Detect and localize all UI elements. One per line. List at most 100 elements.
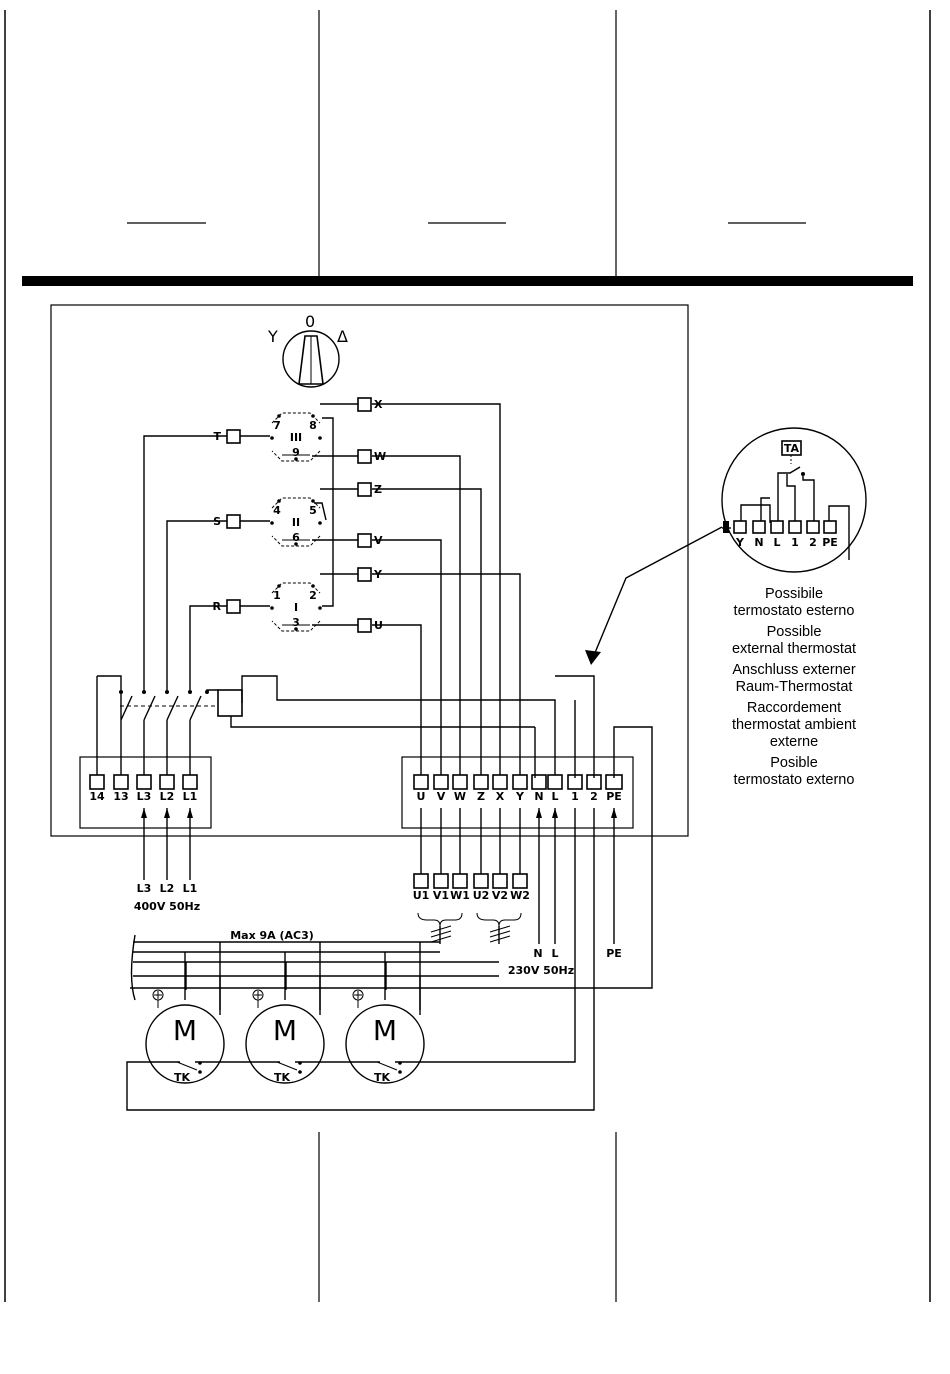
thermal-contact-label: TK: [274, 1071, 291, 1084]
motor-winding-terminal-label: V1: [433, 889, 449, 902]
motor-body: [245, 1004, 325, 1084]
output-terminal-W: W: [357, 449, 386, 464]
motor-block-terminal-label: PE: [606, 790, 622, 803]
output-terminal-label: X: [374, 398, 383, 411]
caption-line: external thermostat: [732, 641, 856, 657]
supply-voltage: 400V 50Hz: [134, 900, 200, 913]
input-terminal-S: S: [213, 514, 241, 529]
output-terminal-Y: Y: [357, 567, 383, 582]
caption-line: termostato externo: [734, 772, 855, 788]
motor-winding-terminal-label: V2: [492, 889, 508, 902]
supply-terminal-label: L1: [183, 790, 198, 803]
motor-terminal-wiring: [417, 808, 522, 944]
stage-contact-label: 1: [273, 589, 281, 602]
motor-block-terminal-PE: PE: [605, 774, 623, 803]
bus-rating-label: Max 9A (AC3): [230, 929, 314, 942]
stage-contact-label: 2: [309, 589, 317, 602]
thermostat-detail: TA: [721, 427, 867, 573]
output-terminal-label: U: [374, 619, 383, 632]
stage-contact-label: 7: [273, 419, 281, 432]
selector-knob-dial: [282, 330, 340, 388]
stage-number-label: II: [292, 516, 300, 529]
supply-terminal-label: 13: [113, 790, 128, 803]
supply-terminal-label: 14: [89, 790, 105, 803]
stage-input-wiring: [143, 417, 334, 690]
motor-winding-terminal-label: U2: [473, 889, 490, 902]
caption-line: Possibile: [765, 586, 823, 602]
stage-contact-label: 5: [309, 504, 317, 517]
motor-block-terminal-label: 1: [571, 790, 579, 803]
supply-terminal-L1: L1: [182, 774, 198, 803]
motor-winding-terminal-W1: W1: [450, 873, 470, 902]
thermostat-terminal-label: 1: [791, 536, 799, 549]
rotary-selector-knob: Y 0 Δ: [267, 312, 348, 388]
motor-1: M TK: [145, 942, 225, 1084]
motor-block-terminal-label: N: [534, 790, 543, 803]
supply-terminal-L3: L3: [136, 774, 152, 803]
output-terminal-label: V: [374, 534, 383, 547]
stage-contact-label: 8: [309, 419, 317, 432]
control-box-outline: [50, 304, 689, 837]
stage-contact-label: 9: [292, 446, 300, 459]
motor-terminal-block: [401, 756, 634, 829]
motor-winding-terminal-label: W2: [510, 889, 530, 902]
motor-block-terminal-1: 1: [567, 774, 583, 803]
motor-winding-terminal-V2: V2: [492, 873, 508, 902]
thermostat-symbol: TA: [784, 442, 800, 455]
input-terminal-R: R: [213, 599, 241, 614]
input-terminal-T: T: [213, 429, 241, 444]
thermostat-detail-circle: [721, 427, 867, 573]
supply-terminal-label: L2: [160, 790, 175, 803]
motor-block-terminal-label: U: [417, 790, 426, 803]
output-wiring: [312, 403, 521, 778]
caption-line: Raum-Thermostat: [736, 679, 853, 695]
aux-earth-label: PE: [606, 947, 622, 960]
motor-block-terminal-label: Z: [477, 790, 485, 803]
motor-2: MTK: [245, 942, 325, 1084]
thermostat-terminal-1: 1: [788, 520, 802, 549]
motor-block-terminal-Y: Y: [512, 774, 528, 803]
aux-line-label: L: [551, 947, 558, 960]
supply-terminal-block: [79, 756, 212, 829]
supply-feed: L3 L2 L1 400V 50Hz: [134, 808, 200, 913]
input-terminal-label: R: [213, 600, 222, 613]
switch-output-terminals: X W Z V Y U: [357, 397, 386, 633]
output-terminal-label: W: [374, 450, 386, 463]
caption-line: Possible: [767, 624, 822, 640]
caption-line: externe: [770, 734, 818, 750]
stage-number-label: I: [294, 601, 298, 614]
supply-terminal-13: 13: [113, 774, 129, 803]
motor-block-terminal-Z: Z: [473, 774, 489, 803]
thermostat-terminal-label: 2: [809, 536, 817, 549]
output-terminal-label: Y: [373, 568, 383, 581]
output-terminal-V: V: [357, 533, 383, 548]
caption-line: termostato esterno: [734, 603, 855, 619]
thermostat-terminal-label: L: [773, 536, 780, 549]
motor-block-terminal-label: Y: [515, 790, 525, 803]
output-terminal-label: Z: [374, 483, 382, 496]
selector-star-label: Y: [267, 327, 278, 346]
motor-block-terminal-X: X: [492, 774, 508, 803]
motor-winding-terminal-label: U1: [413, 889, 430, 902]
supply-line-L1: L1: [183, 882, 198, 895]
caption-line: Posible: [770, 755, 818, 771]
output-terminal-Z: Z: [357, 482, 382, 497]
input-terminal-label: S: [213, 515, 221, 528]
supply-terminal-14: 14: [89, 774, 105, 803]
caption-line: Raccordement: [747, 700, 841, 716]
thermostat-circuit-wiring: N L PE 230V 50Hz: [126, 675, 653, 1111]
motor-block-terminal-label: L: [551, 790, 558, 803]
motor-block-terminal-label: 2: [590, 790, 598, 803]
motor-block-terminal-U: U: [413, 774, 429, 803]
motor-symbol: M: [173, 1014, 197, 1047]
thermal-contact-label: TK: [174, 1071, 191, 1084]
